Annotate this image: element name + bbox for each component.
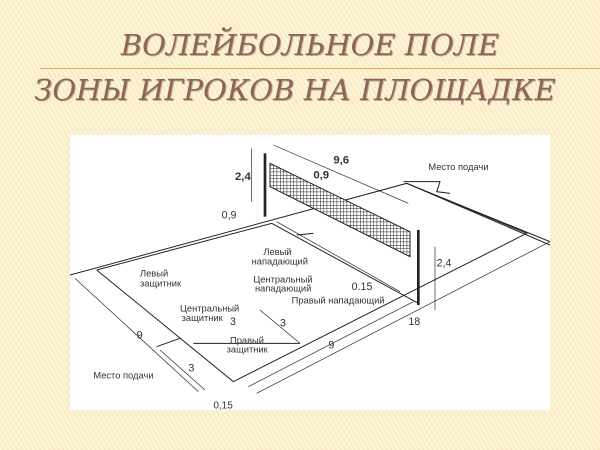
label-left-defender-1: Левый [140, 269, 168, 279]
dim-post-height-right: 2,4 [437, 258, 452, 270]
dim-line-width-mid: 0.15 [352, 281, 373, 293]
label-left-attacker-1: Левый [263, 247, 291, 257]
label-center-attacker-1: Центральный [253, 274, 312, 284]
label-center-attacker-2: нападающий [255, 284, 311, 294]
dim-court-length: 18 [408, 316, 420, 328]
dim-post-height-left: 2,4 [235, 171, 251, 183]
slide-title-line2: ЗОНЫ ИГРОКОВ НА ПЛОЩАДКЕ [34, 73, 556, 107]
label-center-defender-2: защитник [182, 313, 224, 323]
label-serve-far: Место подачи [428, 162, 488, 172]
label-center-defender-1: Центральный [180, 304, 239, 314]
label-left-defender-2: защитник [140, 279, 182, 289]
dim-serve-zone: 3 [188, 363, 194, 375]
dim-court-width: 9 [137, 329, 143, 341]
court-lines [69, 181, 551, 383]
dim-attack-zone-b: 3 [280, 318, 286, 330]
dim-net-height: 0,9 [313, 169, 329, 181]
dim-post-offset: 0,9 [222, 209, 237, 221]
label-right-defender-2: защитник [227, 345, 269, 355]
dim-line-width-near: 0,15 [213, 400, 233, 410]
dimension-lines [74, 144, 551, 394]
label-serve-near: Место подачи [93, 370, 153, 380]
label-right-defender-1: Правый [230, 335, 264, 345]
slide-title-line1: ВОЛЕЙБОЛЬНОЕ ПОЛЕ [120, 28, 500, 62]
dim-net-length: 9,6 [333, 154, 349, 166]
dim-half-length: 9 [328, 339, 334, 351]
volleyball-court-diagram: 9,6 0,9 2,4 2,4 0,9 0.15 0,15 18 9 9 3 3… [69, 135, 551, 411]
title-divider [40, 68, 600, 69]
label-right-attacker: Правый нападающий [292, 295, 385, 305]
net [263, 153, 420, 305]
dim-attack-zone-a: 3 [230, 316, 236, 328]
label-left-attacker-2: нападающий [252, 256, 308, 266]
